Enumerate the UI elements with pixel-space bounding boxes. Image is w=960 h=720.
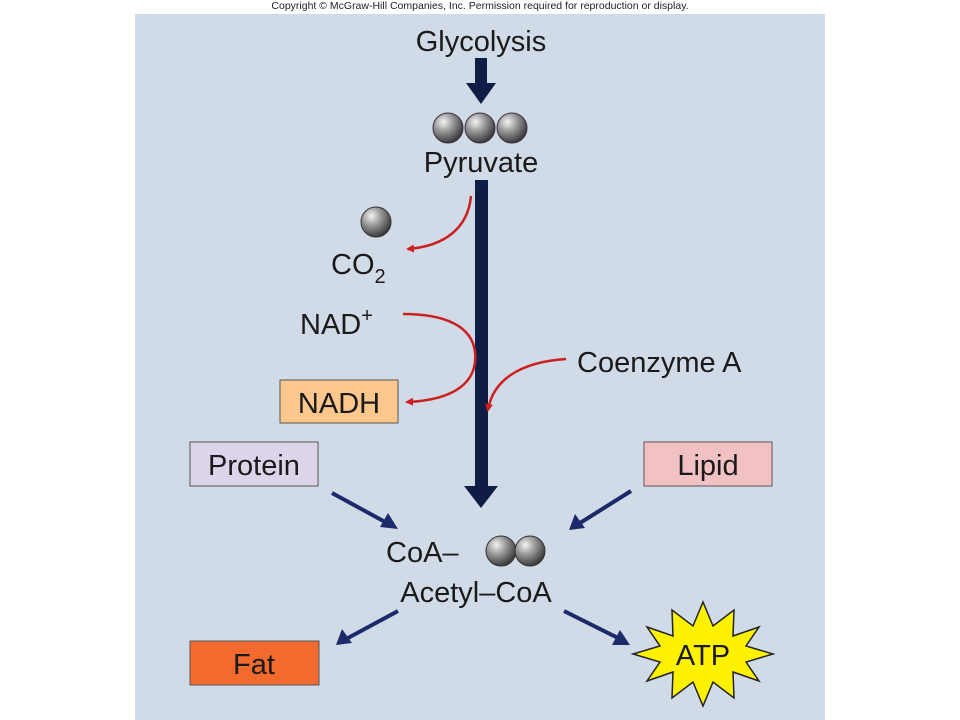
coenzyme-a-arrow — [485, 357, 567, 412]
atp-starburst-icon — [630, 600, 776, 708]
copyright-notice: Copyright © McGraw-Hill Companies, Inc. … — [271, 0, 689, 12]
co2-main-text: CO — [331, 249, 375, 281]
acetyl-group-icon — [485, 535, 546, 567]
nad-superscript: + — [361, 305, 373, 327]
nad-main-text: NAD — [300, 309, 361, 341]
protein-to-acetyl-coa-arrow — [331, 491, 398, 529]
acetyl-coa-to-atp-arrow — [563, 609, 630, 645]
lipid-label: Lipid — [677, 450, 738, 482]
coa-label: CoA– — [386, 537, 459, 569]
acetyl-coa-label: Acetyl–CoA — [400, 577, 552, 609]
co2-release-arrow — [406, 195, 473, 253]
pyruvate-molecule-icon — [432, 112, 528, 144]
co2-molecule-icon — [360, 206, 392, 238]
fat-box — [189, 640, 320, 686]
protein-box — [189, 441, 319, 487]
coenzyme-a-label: Coenzyme A — [577, 347, 742, 379]
acetyl-coa-to-fat-arrow — [336, 609, 399, 645]
protein-label: Protein — [208, 450, 300, 482]
nad-to-nadh-arrow — [402, 312, 477, 406]
lipid-to-acetyl-coa-arrow — [569, 489, 633, 530]
atp-label: ATP — [676, 640, 730, 672]
fat-label: Fat — [233, 649, 275, 681]
co2-subscript: 2 — [375, 266, 386, 288]
nadh-box — [279, 379, 399, 424]
nadh-label: NADH — [298, 388, 380, 420]
pyruvate-to-acetyl-coa-arrow — [464, 180, 498, 508]
glycolysis-to-pyruvate-arrow — [466, 58, 496, 104]
co2-label: CO2 — [331, 249, 386, 288]
nad-label: NAD+ — [300, 305, 373, 341]
pyruvate-label: Pyruvate — [424, 147, 538, 179]
lipid-box — [643, 441, 773, 487]
glycolysis-label: Glycolysis — [416, 26, 547, 58]
